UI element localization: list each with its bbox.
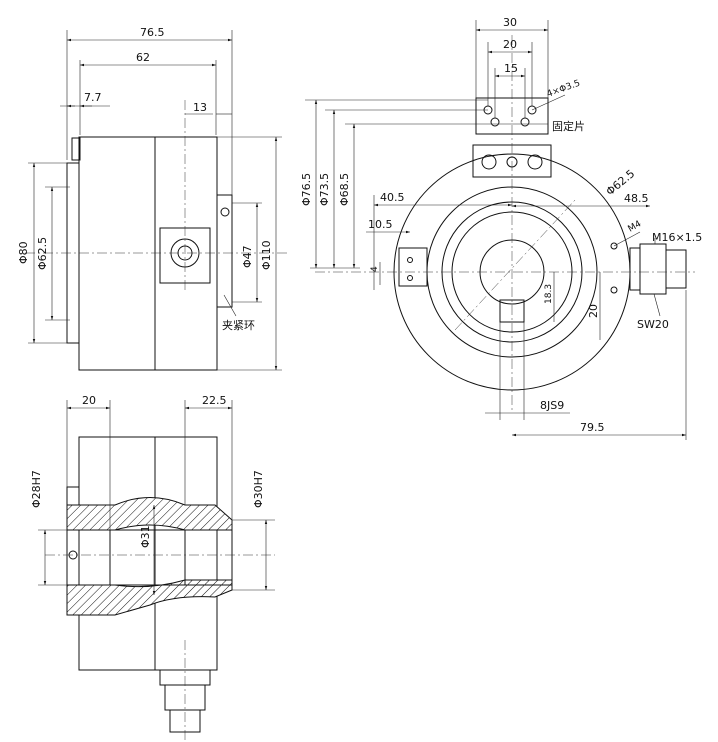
- m4-screw: [610, 242, 618, 250]
- dim-dia-73-5: Φ73.5: [318, 173, 331, 206]
- fixing-hole: [520, 117, 530, 127]
- leader-line: [223, 294, 237, 317]
- fixing-screw: [527, 154, 543, 170]
- dim-dia-28h7: Φ28H7: [30, 470, 43, 508]
- dim-20-vert: 20: [587, 304, 600, 318]
- dim-40-5: 40.5: [380, 191, 405, 204]
- front-view: 76.5 62 7.7 13 Φ80 Φ62.5 Φ47 Φ110: [17, 26, 290, 371]
- dim-flange: 7.7: [84, 91, 102, 104]
- section-body-left: [78, 436, 156, 671]
- dim-dia-62-5: Φ62.5: [36, 237, 49, 270]
- gland-nut: [639, 243, 667, 295]
- fixing-screw: [481, 154, 497, 170]
- dim-section-22-5: 22.5: [202, 394, 227, 407]
- front-body-left: [78, 136, 156, 371]
- dim-dia-80: Φ80: [17, 241, 30, 264]
- dim-4: 4: [370, 266, 380, 272]
- section-body-right: [154, 436, 218, 671]
- dim-dia-76-5: Φ76.5: [300, 173, 313, 206]
- front-clamp-screw: [220, 207, 230, 217]
- section-shaft-bore: [66, 529, 233, 586]
- label-fixing-plate: 固定片: [552, 119, 585, 133]
- tab-hole: [407, 257, 413, 263]
- dim-width-15: 15: [504, 62, 518, 75]
- dim-width-20: 20: [503, 38, 517, 51]
- dim-sw20: SW20: [637, 318, 669, 331]
- leader-line: [531, 94, 566, 111]
- gland-cap: [665, 249, 687, 289]
- fixing-hole: [490, 117, 500, 127]
- leader-line: [613, 231, 641, 247]
- dim-width-30: 30: [503, 16, 517, 29]
- diag-centerline: [454, 199, 576, 331]
- dim-holes: 4×Φ3.5: [546, 79, 582, 100]
- dim-overall-length: 76.5: [140, 26, 165, 39]
- tab-hole: [407, 275, 413, 281]
- dim-section-20: 20: [82, 394, 96, 407]
- front-clamp-ring: [216, 194, 233, 308]
- dim-connector-offset: 13: [193, 101, 207, 114]
- leader-line: [653, 293, 661, 317]
- dim-79-5: 79.5: [580, 421, 605, 434]
- dim-m4: M4: [627, 219, 644, 235]
- gland-base: [629, 247, 641, 291]
- dim-dia-30h7: Φ30H7: [252, 470, 265, 508]
- dim-dia-110: Φ110: [260, 240, 273, 270]
- dim-body-length: 62: [136, 51, 150, 64]
- dim-48-5: 48.5: [624, 192, 649, 205]
- side-tab: [398, 247, 428, 287]
- front-screw-head: [71, 137, 81, 161]
- dim-10-5: 10.5: [368, 218, 393, 231]
- side-view: 30 20 15 4×Φ3.5 固定片 Φ76.5 Φ73.5 Φ68.5 40…: [300, 16, 702, 440]
- m4-screw: [610, 286, 618, 294]
- dim-keyway: 8JS9: [540, 399, 564, 412]
- dim-dia-47: Φ47: [241, 245, 254, 268]
- section-view: 20 22.5 Φ28H7 Φ31 Φ30H7: [30, 394, 275, 740]
- front-connector-base: [159, 227, 211, 284]
- dim-18-3: 18.3: [544, 284, 554, 304]
- dim-m16: M16×1.5: [652, 231, 702, 244]
- front-body-right: [154, 136, 218, 371]
- dim-dia-68-5: Φ68.5: [338, 173, 351, 206]
- section-upper-wall: [66, 497, 233, 531]
- section-lower-wall: [66, 579, 233, 616]
- label-clamp-ring: 夹紧环: [222, 319, 255, 332]
- dim-dia-31: Φ31: [139, 525, 152, 548]
